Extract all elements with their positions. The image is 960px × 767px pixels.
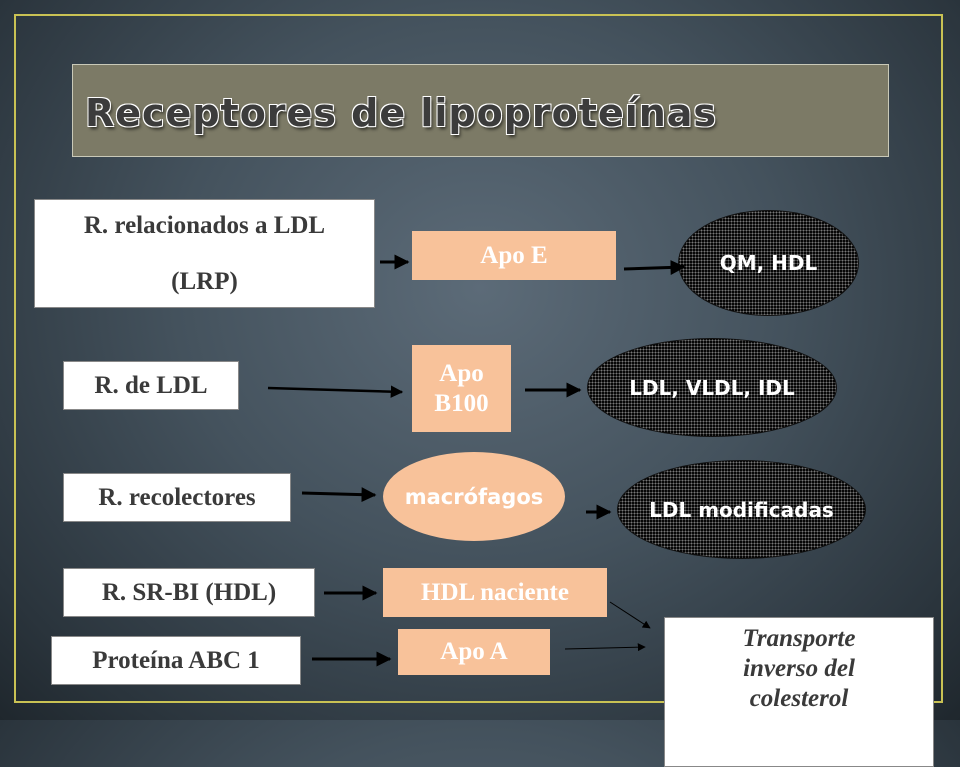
apo-a-box: Apo A	[398, 629, 550, 675]
transporte-line3: colesterol	[749, 685, 849, 712]
transporte-line1: Transporte	[742, 625, 856, 652]
arrow-recolectores-to-macrofagos	[301, 487, 377, 503]
page-title: Receptores de lipoproteínas	[85, 91, 718, 135]
target-qm-hdl-ellipse: QM, HDL	[678, 210, 859, 316]
hdl-naciente-box: HDL naciente	[383, 568, 607, 617]
macrofagos-ellipse: macrófagos	[383, 452, 565, 541]
receptor-lrp-box: R. relacionados a LDL (LRP)	[34, 199, 375, 308]
arrow-ldl-to-b100	[267, 385, 404, 398]
apo-e-box: Apo E	[412, 231, 616, 280]
arrow-apo-e-to-qm-hdl	[623, 259, 686, 275]
receptor-ldl-box: R. de LDL	[63, 361, 239, 410]
apo-b100-line2: B100	[434, 389, 489, 417]
target-ldl-vldl-idl-ellipse: LDL, VLDL, IDL	[587, 338, 837, 437]
receptor-recolectores-box: R. recolectores	[63, 473, 291, 522]
slide-frame	[14, 14, 943, 703]
arrows-layer	[267, 254, 686, 667]
receptor-abc1-box: Proteína ABC 1	[51, 636, 301, 685]
apo-b100-box: Apo B100	[412, 345, 511, 432]
receptor-srbi-box: R. SR-BI (HDL)	[63, 568, 315, 617]
arrow-hdl-naciente-to-transporte	[609, 601, 651, 629]
arrow-apo-a-to-transporte	[564, 643, 646, 652]
target-ldl-modificadas-ellipse: LDL modificadas	[617, 460, 866, 559]
transporte-line2: inverso del	[743, 655, 855, 682]
title-banner: Receptores de lipoproteínas	[72, 64, 889, 157]
receptor-lrp-line2: (LRP)	[171, 267, 238, 295]
apo-b100-line1: Apo	[439, 359, 484, 387]
receptor-lrp-line1: R. relacionados a LDL	[83, 211, 326, 239]
